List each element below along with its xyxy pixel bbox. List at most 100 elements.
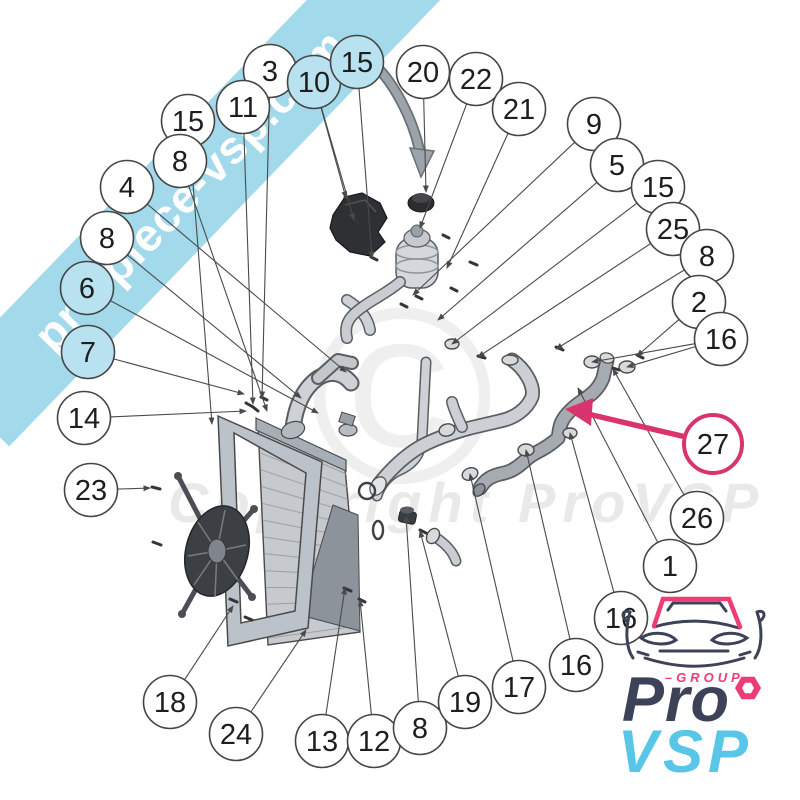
leader-line-7 — [113, 358, 245, 396]
callout-number-21: 21 — [503, 94, 535, 126]
callout-circle-21 — [491, 81, 547, 137]
callout-number-26: 26 — [681, 503, 713, 535]
callout-number-15: 15 — [341, 47, 373, 79]
tank-neck — [410, 224, 424, 238]
callout-number-8: 8 — [412, 713, 428, 745]
logo-group-text: –GROUP– — [665, 670, 755, 685]
exploded-parts-group — [150, 60, 645, 647]
callout-number-10: 10 — [298, 67, 330, 99]
callout-number-6: 6 — [79, 273, 95, 305]
callout-circle-11 — [215, 79, 271, 135]
callout-number-23: 23 — [75, 475, 107, 507]
callout-circle-8 — [79, 210, 135, 266]
callout-circle-23 — [63, 462, 119, 518]
callout-circle-17 — [491, 659, 547, 715]
callout-number-12: 12 — [358, 726, 390, 758]
callout-number-4: 4 — [119, 172, 135, 204]
callout-number-7: 7 — [80, 337, 96, 369]
leader-line-21 — [446, 132, 509, 269]
callout-circle-16 — [548, 637, 604, 693]
callout-number-1: 1 — [662, 551, 678, 583]
callout-circle-20 — [395, 44, 451, 100]
leader-line-5 — [437, 181, 598, 321]
leader-line-15 — [451, 202, 638, 345]
callout-circle-15 — [329, 34, 385, 90]
leader-line-8 — [127, 254, 302, 399]
leader-line-23 — [117, 485, 151, 492]
callout-circle-19 — [437, 674, 493, 730]
lower-radiator-hose — [369, 352, 540, 496]
callout-number-11: 11 — [228, 92, 258, 124]
callout-circle-4 — [99, 159, 155, 215]
callout-circle-6 — [59, 260, 115, 316]
callout-number-9: 9 — [586, 109, 602, 141]
logo-hexagon-nut — [735, 676, 761, 700]
radiator-bracket — [338, 411, 356, 427]
leader-line-16 — [524, 449, 571, 640]
car-roof-line — [651, 596, 743, 630]
callout-circle-18 — [142, 674, 198, 730]
callout-number-13: 13 — [306, 726, 338, 758]
leader-line-14 — [110, 408, 247, 418]
leader-line-2 — [636, 318, 680, 357]
callout-number-8: 8 — [99, 223, 115, 255]
callout-circle-26 — [669, 490, 725, 546]
callout-circle-8 — [392, 700, 448, 756]
logo-pro-text: Pro — [622, 665, 730, 735]
callout-number-14: 14 — [68, 403, 100, 435]
tank-outlet-hose — [340, 276, 406, 344]
leader-line-20 — [422, 98, 429, 193]
callout-number-16: 16 — [605, 603, 637, 635]
radiator-filler-neck — [338, 423, 358, 437]
provsp-logo: –GROUP– Pro VSP — [618, 596, 766, 785]
leader-line-15 — [358, 88, 375, 259]
leader-line-17 — [468, 473, 514, 662]
highlight-arrow — [565, 398, 687, 440]
leader-line-8 — [555, 269, 685, 350]
leader-line-18 — [184, 605, 234, 681]
callout-number-5: 5 — [609, 150, 625, 182]
radiator-fin-line — [260, 469, 348, 500]
leader-line-13 — [325, 587, 347, 715]
callout-number-17: 17 — [503, 672, 535, 704]
thermostat-hose-assembly — [280, 294, 376, 440]
logo-vsp-text: VSP — [618, 718, 753, 785]
leader-line-10 — [320, 107, 348, 199]
callout-number-15: 15 — [642, 172, 674, 204]
leader-line-24 — [250, 629, 307, 713]
fan-assembly — [174, 472, 258, 618]
small-hose-piece — [429, 531, 462, 567]
leader-line-10 — [320, 107, 356, 221]
callout-number-25: 25 — [657, 214, 689, 246]
callout-number-24: 24 — [220, 719, 252, 751]
callout-circle-7 — [60, 324, 116, 380]
callout-number-22: 22 — [460, 64, 492, 96]
leader-line-19 — [418, 530, 459, 677]
callout-number-8: 8 — [172, 146, 188, 178]
housing-facet-line — [344, 199, 377, 213]
callout-number-19: 19 — [449, 687, 481, 719]
leader-line-26 — [612, 368, 685, 496]
callout-number-16: 16 — [705, 324, 737, 356]
callout-circle-22 — [448, 51, 504, 107]
callout-number-16: 16 — [560, 650, 592, 682]
callout-number-15: 15 — [172, 106, 204, 138]
leader-line-9 — [412, 141, 576, 296]
leader-line-16 — [568, 432, 615, 593]
o-rings — [357, 481, 385, 541]
callout-number-20: 20 — [407, 57, 439, 89]
leader-line-16 — [626, 346, 696, 369]
leader-line-25 — [477, 243, 652, 358]
fan-hub — [207, 538, 227, 564]
leader-line-4 — [146, 203, 347, 373]
leader-line-15 — [189, 147, 215, 425]
callout-number-8: 8 — [699, 241, 715, 273]
leader-line-12 — [357, 599, 372, 715]
callout-number-3: 3 — [262, 56, 278, 88]
callout-circle-8 — [152, 133, 208, 189]
callout-number-2: 2 — [691, 287, 707, 319]
radiator-fin-line — [268, 625, 358, 639]
